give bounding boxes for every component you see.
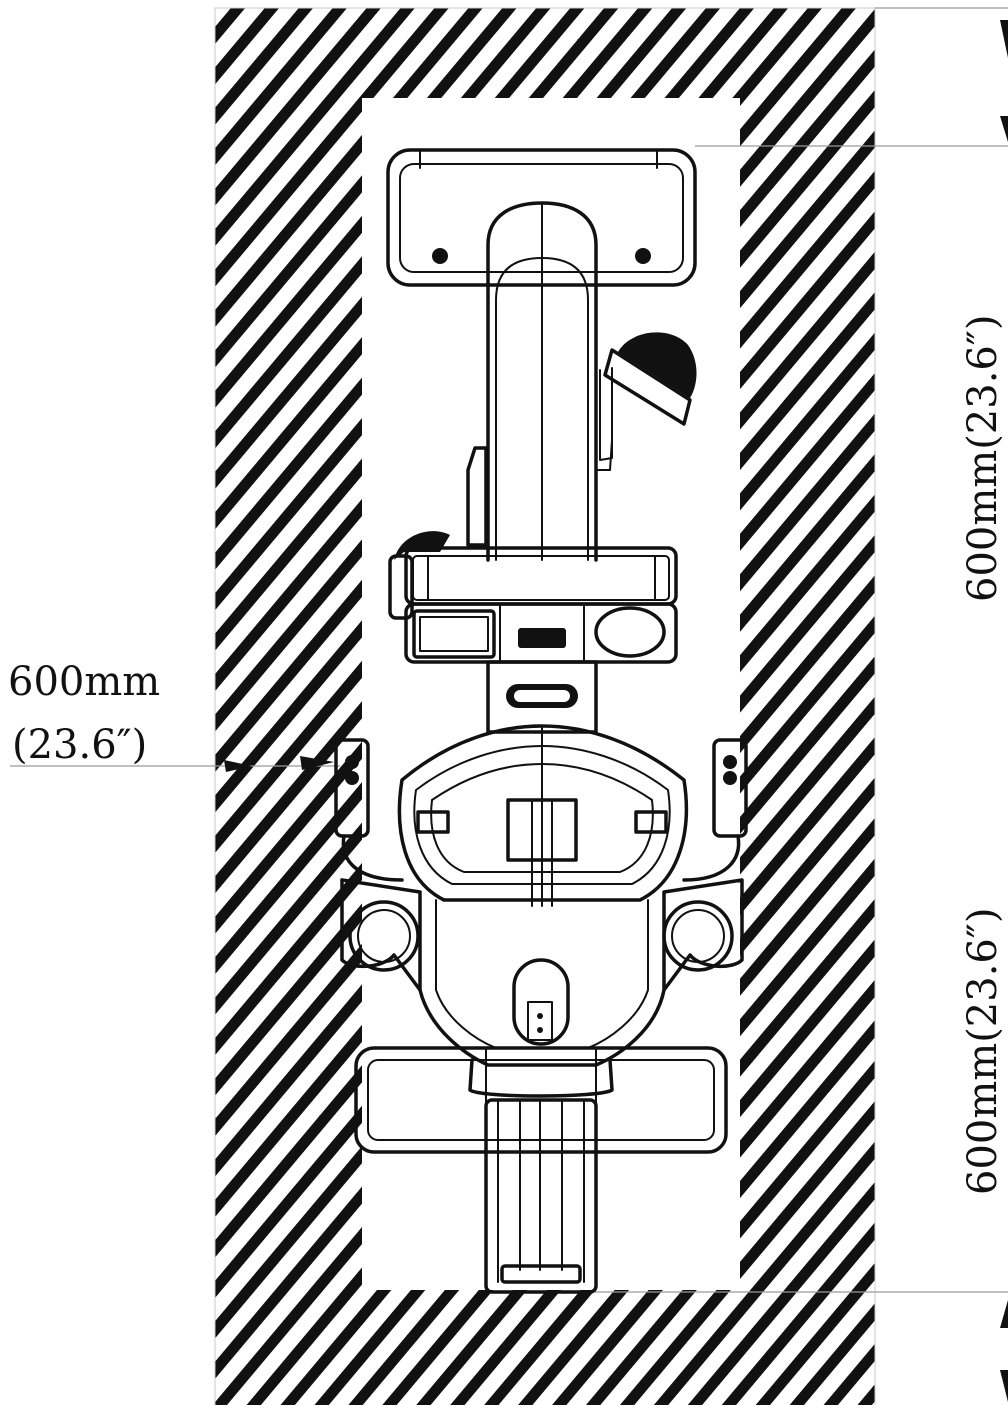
left-arrow-inner — [300, 756, 334, 770]
front-arrow-bottom — [1000, 116, 1008, 142]
seat — [397, 724, 688, 907]
center-slot — [512, 958, 570, 1046]
left-clearance-imperial: (23.6″) — [12, 722, 147, 768]
front-clearance-label: 600mm(23.6″) — [960, 315, 1006, 602]
frame-bracket-left — [466, 446, 488, 547]
base-housing — [340, 878, 744, 1098]
frame-tube — [486, 201, 598, 562]
seat-post — [486, 660, 598, 734]
left-arrow-outer — [224, 760, 252, 772]
leveling-foot-right — [635, 248, 651, 264]
console-right-button — [594, 606, 666, 658]
left-clearance-value: 600mm — [8, 659, 160, 705]
rear-arrow-top — [1000, 1300, 1008, 1328]
adjustment-knob-right — [595, 332, 697, 471]
dimension-lines — [10, 7, 1008, 1402]
rear-arrow-bottom — [1000, 1370, 1008, 1402]
machine-top-view — [334, 148, 748, 1294]
front-arrow-top — [1000, 20, 1008, 58]
leveling-foot-left — [432, 248, 448, 264]
rear-clearance-label: 600mm(23.6″) — [960, 908, 1006, 1195]
rear-rail — [484, 1098, 598, 1294]
side-handle-right — [682, 738, 748, 882]
clearance-hatch — [215, 8, 875, 1405]
console-center-button — [518, 628, 566, 648]
pedal-left — [348, 900, 420, 972]
clearance-zone-outline — [214, 7, 876, 1405]
console-block — [404, 546, 678, 664]
console-left-button — [412, 609, 496, 659]
clearance-zone — [214, 7, 876, 1405]
pedal-right — [662, 900, 734, 972]
side-handle-left — [334, 738, 404, 882]
